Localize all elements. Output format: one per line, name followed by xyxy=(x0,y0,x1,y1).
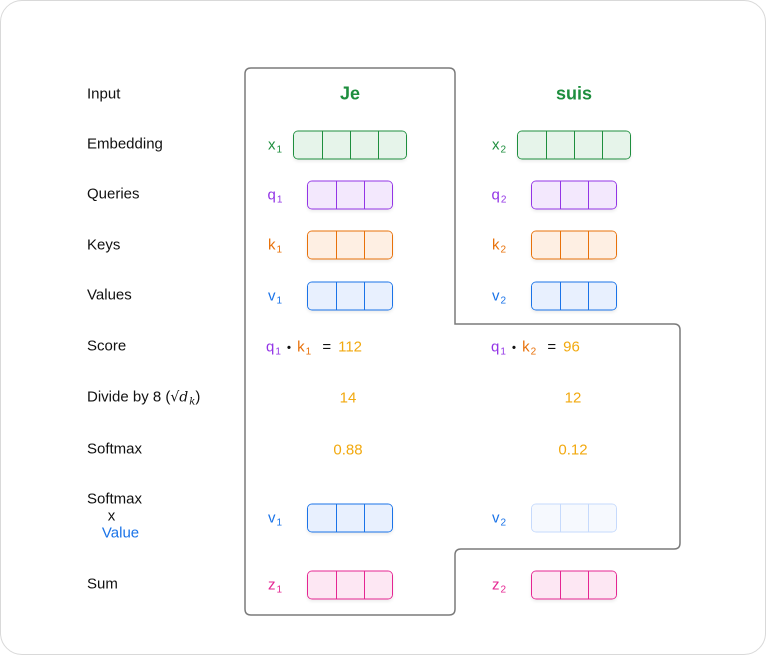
row-label-queries: Queries xyxy=(87,185,140,203)
score-expression-1: q1•k1 =112 xyxy=(266,338,363,358)
divided-score-2: 12 xyxy=(564,389,582,407)
q1-query-vector xyxy=(307,180,393,210)
input-word-je: Je xyxy=(339,83,361,104)
x2-embedding-vector xyxy=(517,130,631,160)
z2-symbol: z2 xyxy=(491,576,507,596)
v2-symbol: v2 xyxy=(491,287,507,307)
row-label-softmax: Softmax xyxy=(87,440,143,458)
row-label-sum: Sum xyxy=(87,575,118,593)
weighted-v2-symbol: v2 xyxy=(491,509,507,529)
divided-score-1: 14 xyxy=(339,389,357,407)
input-word-suis: suis xyxy=(555,83,593,104)
k1-symbol: k1 xyxy=(267,236,283,256)
k2-key-vector xyxy=(531,230,617,260)
softmax-value-2: 0.12 xyxy=(558,441,588,459)
q2-query-vector xyxy=(531,180,617,210)
row-label-input: Input xyxy=(87,85,121,103)
weighted-v2-vector-faded xyxy=(531,503,617,533)
row-label-values: Values xyxy=(87,286,132,304)
row-label-embedding: Embedding xyxy=(87,135,163,153)
v2-value-vector xyxy=(531,281,617,311)
weighted-v1-symbol: v1 xyxy=(267,509,283,529)
z1-output-vector xyxy=(307,570,393,600)
row-label-softmax-times-value: Softmax x Value xyxy=(87,490,143,542)
q1-symbol: q1 xyxy=(267,186,283,206)
v1-symbol: v1 xyxy=(267,287,283,307)
score-value-2: 96 xyxy=(563,338,580,356)
weighted-v1-vector xyxy=(307,503,393,533)
sqrt-dk-formula: √dk xyxy=(170,389,196,408)
row-label-divide: Divide by 8 (√dk) xyxy=(87,388,201,408)
row-label-score: Score xyxy=(87,337,127,355)
v1-value-vector xyxy=(307,281,393,311)
row-label-keys: Keys xyxy=(87,236,121,254)
score-expression-2: q1•k2 =96 xyxy=(491,338,580,358)
x2-symbol: x2 xyxy=(491,136,507,156)
z1-symbol: z1 xyxy=(267,576,283,596)
x1-embedding-vector xyxy=(293,130,407,160)
q2-symbol: q2 xyxy=(491,186,507,206)
k1-key-vector xyxy=(307,230,393,260)
x1-symbol: x1 xyxy=(267,136,283,156)
z2-output-vector xyxy=(531,570,617,600)
score-value-1: 112 xyxy=(338,338,363,356)
softmax-value-1: 0.88 xyxy=(333,441,363,459)
k2-symbol: k2 xyxy=(491,236,507,256)
